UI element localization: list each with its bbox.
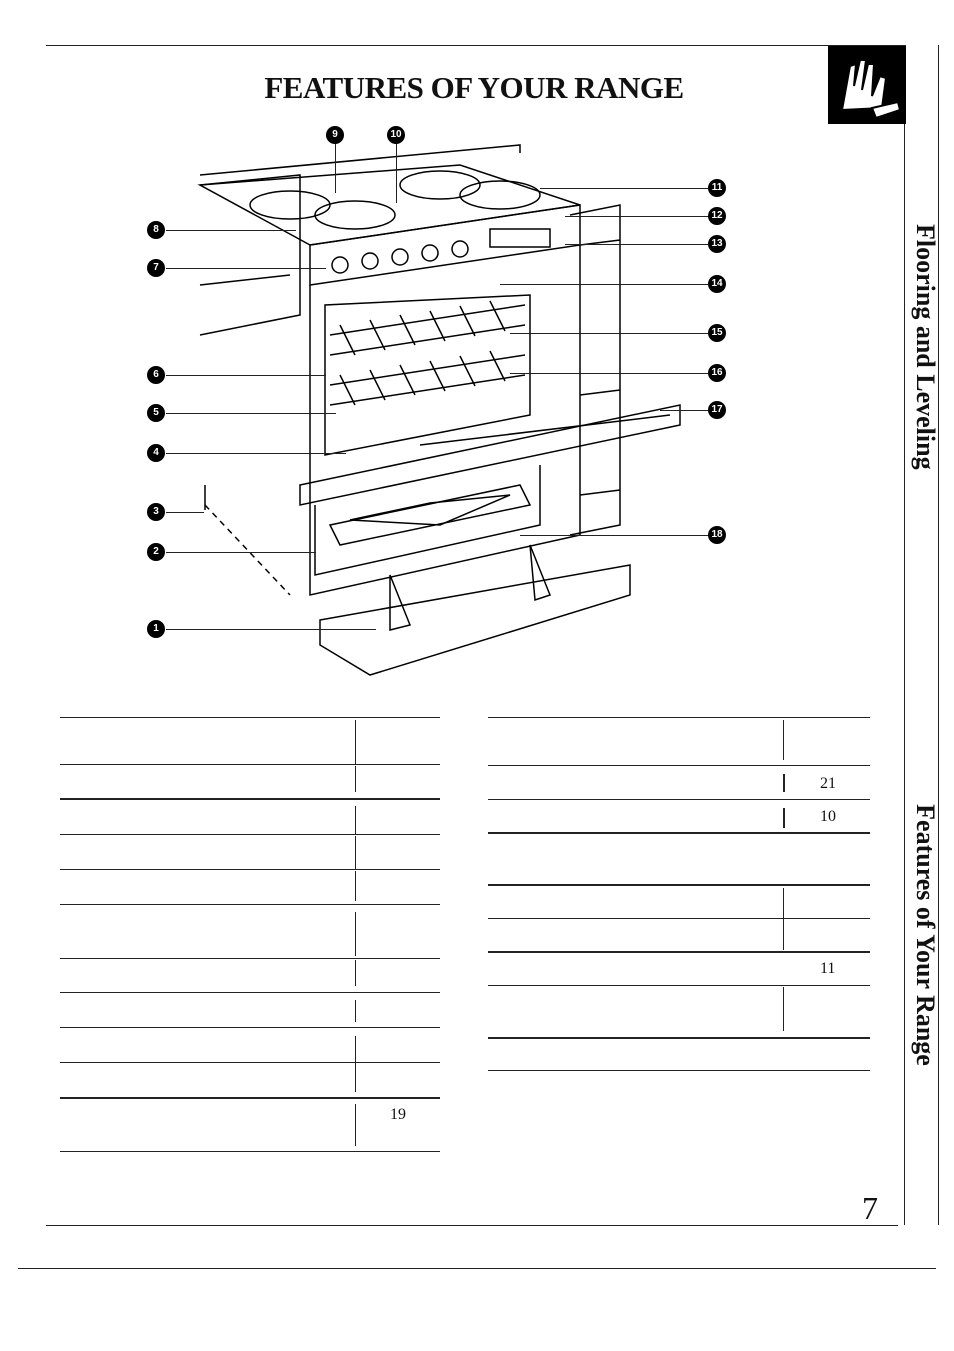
footer-rule [18,1268,936,1269]
callout-leader-17 [660,410,708,411]
callout-1: 1 [147,620,165,638]
callout-14: 14 [708,275,726,293]
callout-leader-7 [166,268,326,269]
page-number: 7 [862,1190,878,1226]
side-label-features: Features of Your Range [911,804,940,1066]
callout-3: 3 [147,503,165,521]
callout-leader-3 [166,512,204,513]
left-table-ref-19: 19 [390,1106,406,1123]
callout-leader-2 [166,552,316,553]
right-table-ref-11: 11 [820,960,836,977]
callout-leader-13 [565,244,708,245]
callout-4: 4 [147,444,165,462]
right-border-rule [904,45,905,1225]
callout-leader-16 [510,373,708,374]
callout-18: 18 [708,526,726,544]
callout-leader-10 [396,143,397,203]
callout-leader-5 [166,413,336,414]
callout-leader-14 [500,284,708,285]
right-table-ref-21: 21 [820,775,836,792]
outer-right-rule [938,45,939,1225]
callout-2: 2 [147,543,165,561]
callout-11: 11 [708,179,726,197]
callout-leader-11 [540,188,708,189]
callout-15: 15 [708,324,726,342]
callout-leader-4 [166,453,346,454]
callout-leader-6 [166,375,326,376]
callout-8: 8 [147,221,165,239]
callout-leader-9 [335,143,336,193]
top-rule [46,45,906,46]
callout-leader-12 [565,216,708,217]
callout-16: 16 [708,364,726,382]
bottom-rule [46,1225,898,1226]
callout-12: 12 [708,207,726,225]
callout-5: 5 [147,404,165,422]
page-title: FEATURES OF YOUR RANGE [264,70,684,105]
callout-7: 7 [147,259,165,277]
callout-6: 6 [147,366,165,384]
range-illustration [197,144,681,676]
callout-leader-15 [510,333,708,334]
callout-9: 9 [326,126,344,144]
callout-17: 17 [708,401,726,419]
callout-leader-8 [166,230,296,231]
callout-leader-18 [520,535,708,536]
callout-10: 10 [387,126,405,144]
right-table-ref-10: 10 [820,808,836,825]
hand-pointer-icon [828,46,906,124]
side-label-flooring: Flooring and Leveling [911,224,940,470]
callout-leader-1 [166,629,376,630]
callout-13: 13 [708,235,726,253]
